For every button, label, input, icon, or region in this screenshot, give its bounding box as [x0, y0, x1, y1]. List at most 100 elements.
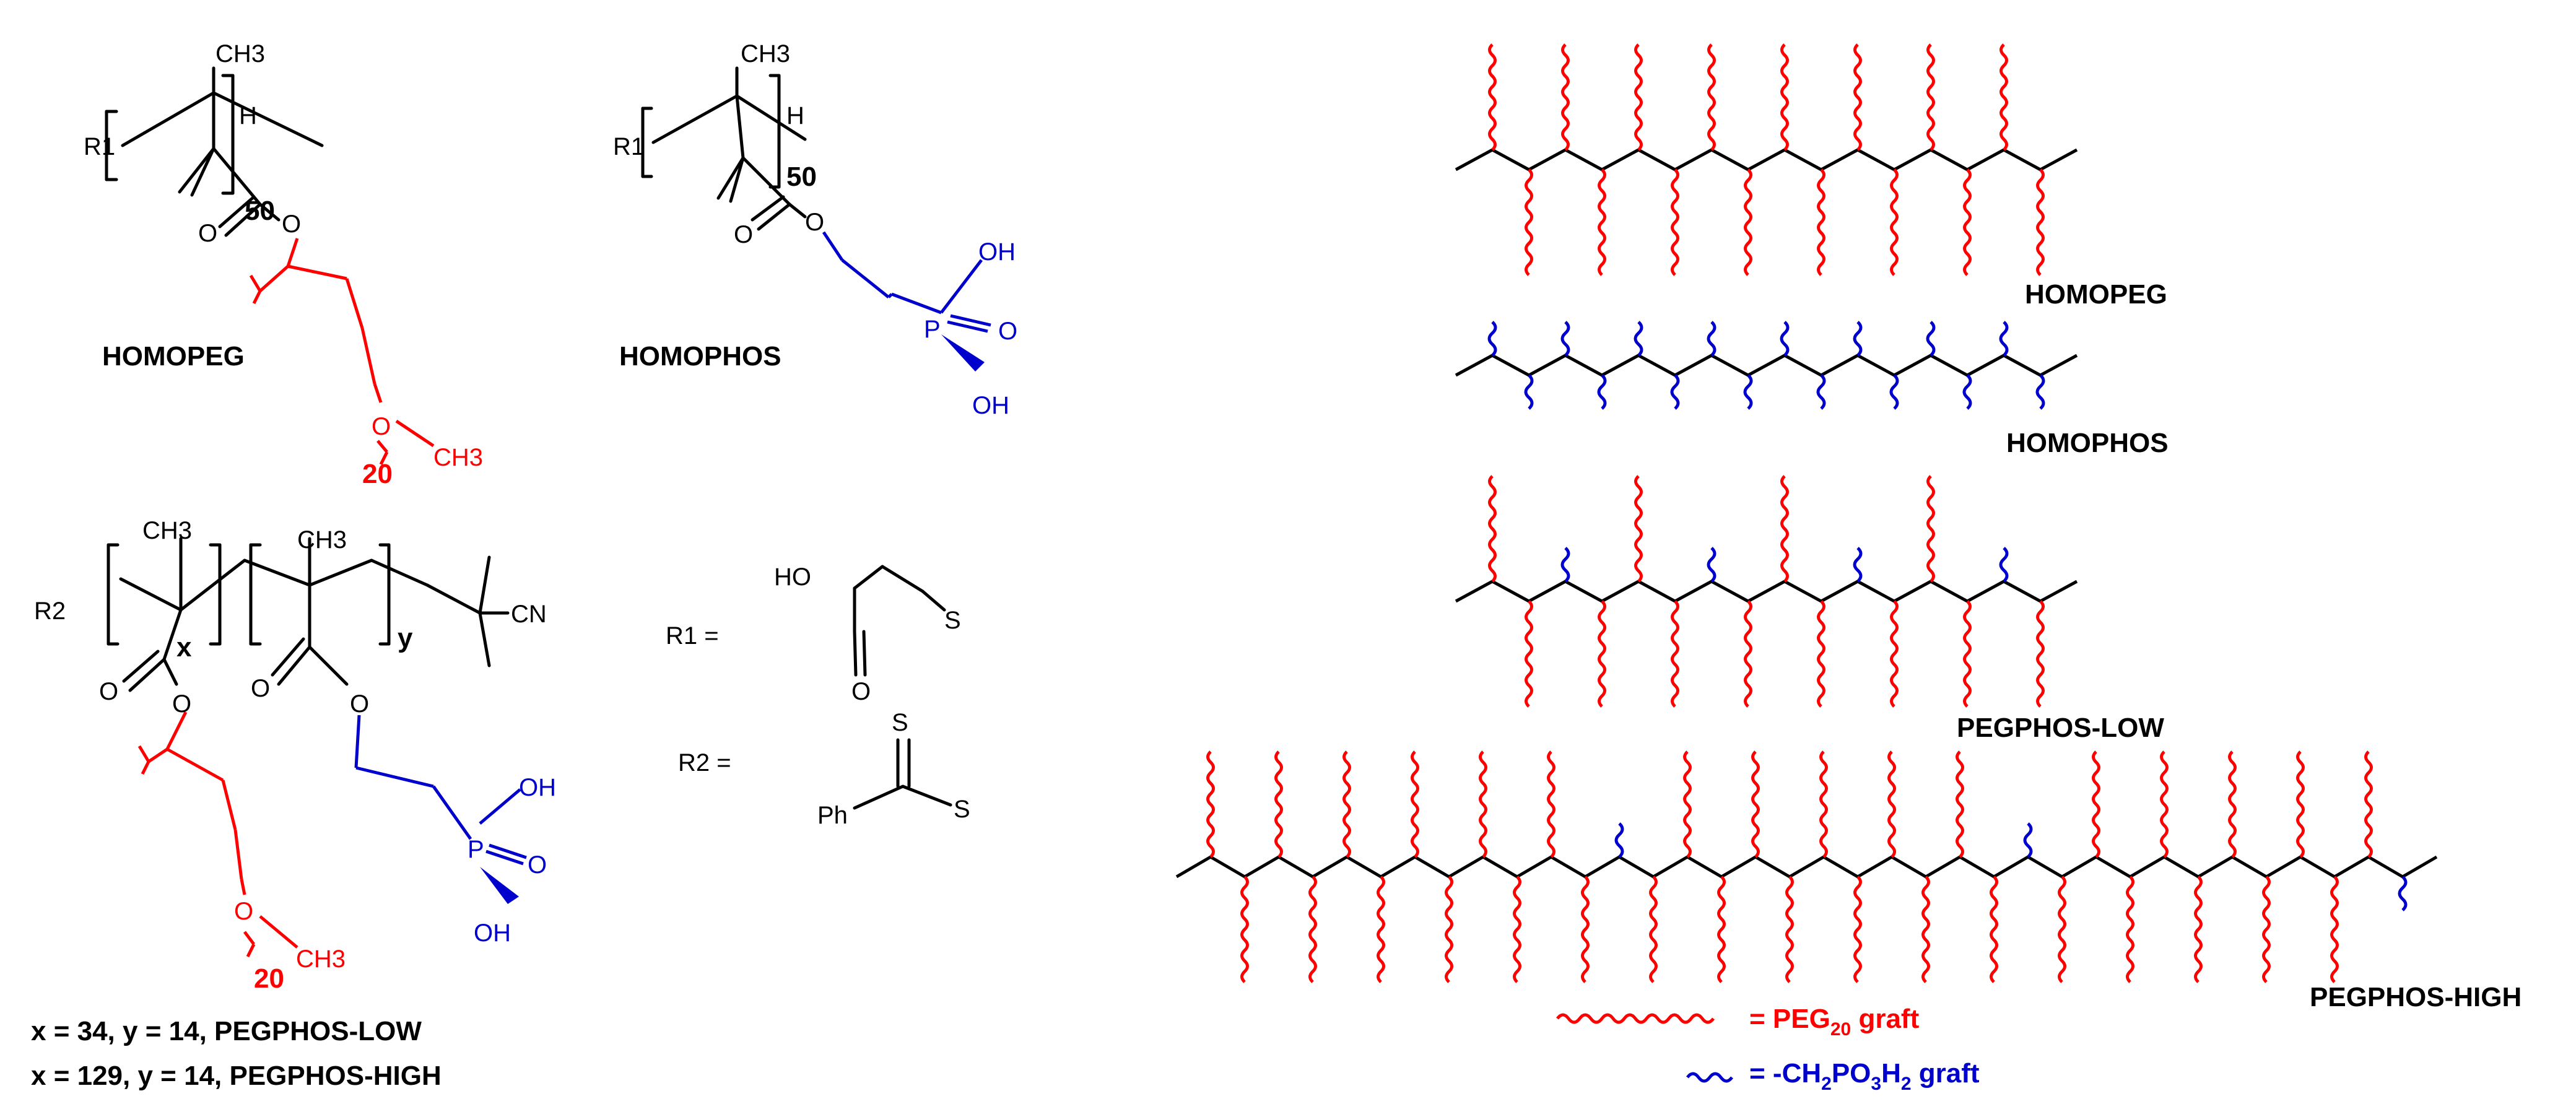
peg-graft	[1598, 600, 1606, 708]
peg-graft	[1817, 168, 1825, 276]
legend: = PEG20 graft = -CH2PO3H2 graft	[1556, 1004, 1980, 1094]
peg-graft	[1853, 876, 1862, 983]
r2-s: S	[954, 796, 970, 823]
homopeg-o-ester: O	[282, 211, 301, 238]
peg-graft	[1890, 600, 1899, 708]
schematic-homopeg	[1455, 43, 2078, 276]
phos-graft	[1597, 374, 1607, 410]
r2-ph: Ph	[817, 802, 848, 829]
legend-peg-swatch	[1556, 1013, 1715, 1024]
peg-graft	[1488, 475, 1497, 583]
r2-label: R2 =	[678, 749, 731, 776]
phos-graft	[1670, 374, 1680, 410]
peg-graft	[1956, 750, 1964, 858]
schematic-pegphos-high-label: PEGPHOS-HIGH	[2310, 982, 2522, 1012]
homopeg-o-carbonyl: O	[198, 220, 217, 247]
copolymer-ch3-end: CH3	[296, 945, 346, 973]
peg-graft	[1671, 600, 1679, 708]
peg-graft	[2160, 750, 2169, 858]
r1-ho: HO	[774, 563, 811, 591]
backbone	[1455, 148, 2078, 172]
homopeg-name: HOMOPEG	[102, 341, 245, 372]
r1-label: R1 =	[666, 622, 719, 650]
homophos-o-ester: O	[805, 209, 824, 236]
legend-phos-text: = -CH2PO3H2 graft	[1749, 1058, 1980, 1094]
schematic-homophos-label: HOMOPHOS	[2006, 428, 2169, 458]
peg-graft	[2036, 168, 2045, 276]
composition-high: x = 129, y = 14, PEGPHOS-HIGH	[31, 1061, 442, 1091]
homopeg-structure: R1 CH3 H 50 O O O 20 CH3 HOMOPEG	[84, 40, 483, 489]
peg-graft	[1785, 876, 1794, 983]
homopeg-repeat-m: 20	[362, 459, 393, 489]
peg-graft	[1819, 750, 1828, 858]
peg-graft	[1780, 43, 1789, 151]
phos-graft	[2035, 374, 2045, 410]
homophos-oh-top: OH	[978, 238, 1016, 266]
peg-graft	[2296, 750, 2305, 858]
peg-graft	[1479, 750, 1487, 858]
peg-graft	[1817, 600, 1825, 708]
substituent-definitions: R1 = HO O S R2 = S Ph S	[666, 563, 970, 829]
peg-graft	[2194, 876, 2203, 983]
r2-s-top: S	[892, 709, 908, 736]
peg-graft	[1744, 168, 1752, 276]
peg-graft	[1581, 876, 1590, 983]
phos-graft	[1634, 321, 1643, 357]
peg-graft	[1921, 876, 1930, 983]
peg-graft	[2262, 876, 2271, 983]
peg-graft	[1411, 750, 1419, 858]
peg-graft	[2364, 750, 2373, 858]
peg-graft	[1513, 876, 1521, 983]
legend-phos-swatch	[1686, 1072, 1733, 1083]
phos-graft	[1889, 374, 1899, 410]
phos-graft	[1743, 374, 1753, 410]
copolymer-o-ester-b: O	[350, 690, 369, 718]
schematic-homopeg-label: HOMOPEG	[2025, 279, 2167, 310]
phos-graft	[1853, 547, 1863, 583]
peg-graft	[1926, 475, 1935, 583]
backbone	[1175, 855, 2438, 879]
peg-graft	[1206, 750, 1215, 858]
homophos-r1: R1	[613, 133, 645, 160]
peg-graft	[1561, 43, 1570, 151]
phos-graft	[1560, 321, 1570, 357]
peg-graft	[1999, 43, 2008, 151]
copolymer-o-double: O	[528, 851, 547, 879]
homophos-ch3: CH3	[741, 40, 790, 67]
backbone	[1455, 354, 2078, 377]
peg-graft	[1488, 43, 1497, 151]
homophos-name: HOMOPHOS	[619, 341, 781, 372]
phos-graft	[2023, 822, 2033, 858]
phos-graft	[1524, 374, 1534, 410]
peg-graft	[1308, 876, 1317, 983]
copolymer-oh-bottom: OH	[474, 919, 511, 947]
peg-graft	[1525, 168, 1533, 276]
peg-graft	[1649, 876, 1658, 983]
peg-graft	[1240, 876, 1249, 983]
homophos-p: P	[924, 316, 941, 343]
peg-graft	[1744, 600, 1752, 708]
homopeg-ch3: CH3	[215, 40, 265, 67]
peg-graft	[1377, 876, 1385, 983]
peg-graft	[1598, 168, 1606, 276]
peg-graft	[1887, 750, 1896, 858]
peg-graft	[1751, 750, 1760, 858]
copolymer-o-carbonyl-b: O	[251, 675, 270, 702]
copolymer-o-ester-a: O	[172, 690, 191, 718]
homophos-h: H	[786, 102, 804, 129]
homopeg-repeat-n: 50	[245, 196, 275, 226]
copolymer-o-carbonyl-a: O	[99, 678, 118, 705]
legend-peg-text: = PEG20 graft	[1749, 1004, 1920, 1040]
peg-graft	[1780, 475, 1789, 583]
phos-graft	[2398, 876, 2408, 911]
copolymer-r2: R2	[34, 598, 66, 625]
copolymer-repeat-m: 20	[254, 963, 284, 994]
copolymer-ch3-a: CH3	[142, 517, 192, 544]
backbone	[1455, 580, 2078, 603]
peg-graft	[2092, 750, 2100, 858]
schematic-homophos	[1455, 321, 2078, 410]
phos-graft	[1707, 547, 1717, 583]
phos-graft	[1780, 321, 1790, 357]
peg-graft	[1717, 876, 1726, 983]
phos-graft	[1560, 547, 1570, 583]
